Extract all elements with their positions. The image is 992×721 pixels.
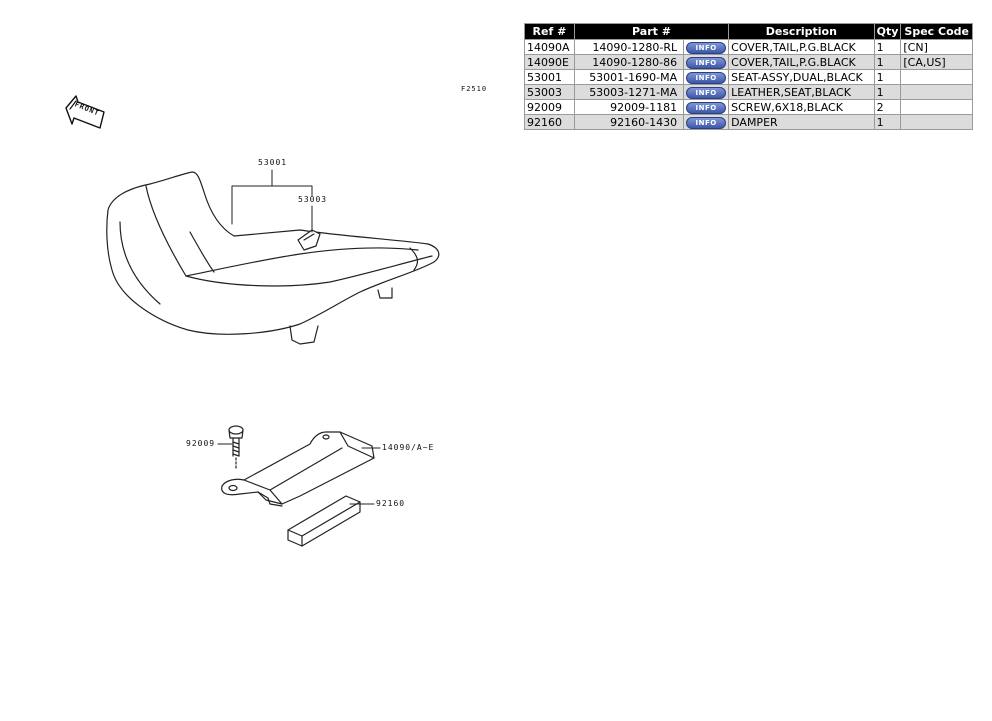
part-number-cell: 53003-1271-MA	[573, 84, 685, 100]
header-ref: Ref #	[524, 23, 575, 40]
leader-lines	[217, 169, 381, 505]
qty-cell: 1	[873, 114, 902, 130]
header-part: Part #	[573, 23, 730, 40]
part-number-cell: 14090-1280-86	[573, 54, 685, 70]
ref-cell: 92009	[524, 99, 575, 115]
ref-cell: 53001	[524, 69, 575, 85]
table-row: 14090A 14090-1280-RL INFO COVER,TAIL,P.G…	[524, 39, 973, 55]
figure-code: F2510	[461, 85, 488, 93]
info-cell: INFO	[683, 114, 730, 130]
ref-cell: 92160	[524, 114, 575, 130]
part-number-cell: 92160-1430	[573, 114, 685, 130]
part-number-cell: 92009-1181	[573, 99, 685, 115]
qty-cell: 1	[873, 39, 902, 55]
info-button[interactable]: INFO	[686, 101, 727, 114]
info-cell: INFO	[683, 99, 730, 115]
table-row: 53003 53003-1271-MA INFO LEATHER,SEAT,BL…	[524, 84, 973, 100]
qty-cell: 1	[873, 69, 902, 85]
parts-diagram: F2510 FRONT 53001 53003 92009 14090/A~E …	[65, 85, 488, 547]
seat-assembly-drawing	[106, 171, 440, 345]
parts-table: Ref # Part # Description Qty Spec Code 1…	[524, 23, 973, 130]
front-arrow-icon	[65, 95, 105, 129]
table-row: 92009 92009-1181 INFO SCREW,6X18,BLACK 2	[524, 99, 973, 115]
spec-code-cell: [CA,US]	[900, 54, 973, 70]
spec-code-cell: [CN]	[900, 39, 973, 55]
info-button[interactable]: INFO	[686, 71, 727, 84]
description-cell: DAMPER	[728, 114, 875, 130]
callout-92160: 92160	[376, 499, 406, 508]
info-cell: INFO	[683, 54, 730, 70]
spec-code-cell	[900, 99, 973, 115]
ref-cell: 14090E	[524, 54, 575, 70]
callout-92009: 92009	[186, 439, 216, 448]
ref-cell: 53003	[524, 84, 575, 100]
damper-drawing	[287, 495, 361, 547]
info-button[interactable]: INFO	[686, 56, 727, 69]
description-cell: SEAT-ASSY,DUAL,BLACK	[728, 69, 875, 85]
table-row: 92160 92160-1430 INFO DAMPER 1	[524, 114, 973, 130]
info-button[interactable]: INFO	[686, 116, 727, 129]
diagram-drawing	[65, 95, 440, 547]
info-button[interactable]: INFO	[686, 86, 727, 99]
callout-53003: 53003	[298, 195, 328, 204]
table-header-row: Ref # Part # Description Qty Spec Code	[524, 23, 973, 40]
info-button[interactable]: INFO	[686, 41, 727, 54]
table-row: 14090E 14090-1280-86 INFO COVER,TAIL,P.G…	[524, 54, 973, 70]
info-cell: INFO	[683, 84, 730, 100]
info-cell: INFO	[683, 39, 730, 55]
description-cell: SCREW,6X18,BLACK	[728, 99, 875, 115]
callout-53001: 53001	[258, 158, 288, 167]
description-cell: COVER,TAIL,P.G.BLACK	[728, 54, 875, 70]
spec-code-cell	[900, 114, 973, 130]
info-cell: INFO	[683, 69, 730, 85]
description-cell: COVER,TAIL,P.G.BLACK	[728, 39, 875, 55]
qty-cell: 1	[873, 84, 902, 100]
header-spec-code: Spec Code	[900, 23, 973, 40]
table-row: 53001 53001-1690-MA INFO SEAT-ASSY,DUAL,…	[524, 69, 973, 85]
tail-cover-drawing	[221, 431, 375, 507]
ref-cell: 14090A	[524, 39, 575, 55]
callout-14090: 14090/A~E	[382, 443, 435, 452]
qty-cell: 1	[873, 54, 902, 70]
spec-code-cell	[900, 84, 973, 100]
qty-cell: 2	[873, 99, 902, 115]
screw-drawing	[228, 425, 244, 471]
part-number-cell: 14090-1280-RL	[573, 39, 685, 55]
header-qty: Qty	[873, 23, 902, 40]
spec-code-cell	[900, 69, 973, 85]
description-cell: LEATHER,SEAT,BLACK	[728, 84, 875, 100]
header-description: Description	[728, 23, 875, 40]
part-number-cell: 53001-1690-MA	[573, 69, 685, 85]
